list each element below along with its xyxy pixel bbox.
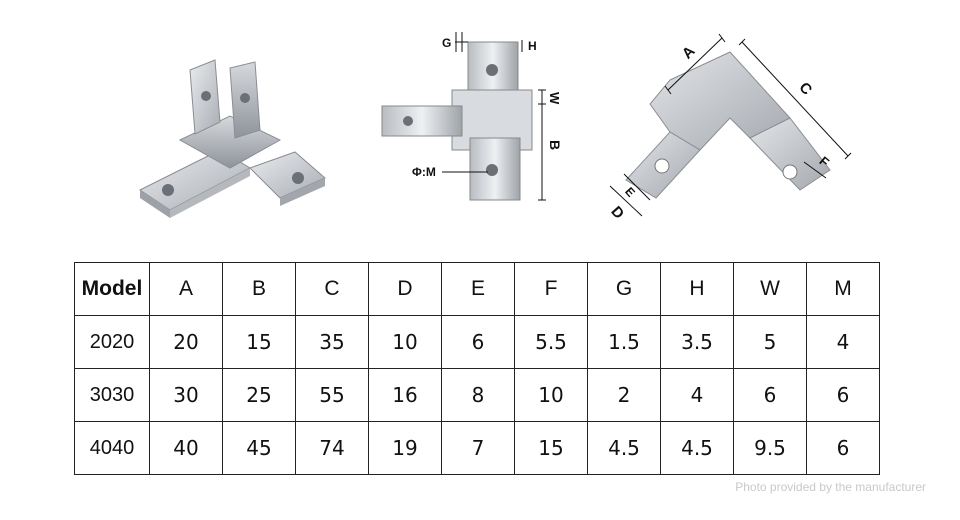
- column-header-f: F: [514, 262, 588, 316]
- cell-h: 4: [660, 368, 734, 422]
- dim-label-d: D: [607, 203, 627, 223]
- cell-f: 5.5: [514, 315, 588, 369]
- cell-m: 6: [806, 368, 880, 422]
- column-header-w: W: [733, 262, 807, 316]
- cell-b: 25: [222, 368, 296, 422]
- column-header-b: B: [222, 262, 296, 316]
- column-header-c: C: [295, 262, 369, 316]
- cell-h: 3.5: [660, 315, 734, 369]
- dim-label-w: W: [547, 92, 562, 105]
- cell-c: 35: [295, 315, 369, 369]
- connector-top-view-diagram: A C F E D: [607, 33, 852, 223]
- cell-g: 2: [587, 368, 661, 422]
- cell-b: 15: [222, 315, 296, 369]
- cell-g: 1.5: [587, 315, 661, 369]
- cell-d: 10: [368, 315, 442, 369]
- dim-label-a: A: [679, 43, 699, 63]
- cell-w: 6: [733, 368, 807, 422]
- cell-e: 8: [441, 368, 515, 422]
- column-header-m: M: [806, 262, 880, 316]
- cell-g: 4.5: [587, 421, 661, 475]
- cell-m: 4: [806, 315, 880, 369]
- watermark-text: Photo provided by the manufacturer: [735, 480, 926, 494]
- cell-m: 6: [806, 421, 880, 475]
- dim-label-phi-m: Φ:M: [412, 165, 436, 179]
- connector-isometric-illustration: [139, 59, 326, 218]
- cell-model: 2020: [74, 315, 150, 369]
- table-row: 2020 20 15 35 10 6 5.5 1.5 3.5 5 4: [74, 315, 880, 369]
- column-header-model: Model: [74, 262, 150, 316]
- table-row: 4040 40 45 74 19 7 15 4.5 4.5 9.5 6: [74, 421, 880, 475]
- cell-model: 4040: [74, 421, 150, 475]
- cell-w: 5: [733, 315, 807, 369]
- cell-e: 6: [441, 315, 515, 369]
- cell-a: 20: [149, 315, 223, 369]
- dim-label-h: H: [528, 39, 537, 53]
- connector-front-view-diagram: G H W B Φ:M: [381, 32, 563, 201]
- column-header-d: D: [368, 262, 442, 316]
- cell-model: 3030: [74, 368, 150, 422]
- column-header-e: E: [441, 262, 515, 316]
- cell-f: 15: [514, 421, 588, 475]
- cell-f: 10: [514, 368, 588, 422]
- cell-d: 16: [368, 368, 442, 422]
- dim-label-e: E: [622, 184, 638, 199]
- cell-h: 4.5: [660, 421, 734, 475]
- dim-label-g: G: [442, 36, 451, 50]
- dimension-spec-table: Model A B C D E F G H W M 2020 20 15 35 …: [74, 262, 880, 475]
- cell-c: 55: [295, 368, 369, 422]
- cell-w: 9.5: [733, 421, 807, 475]
- cell-b: 45: [222, 421, 296, 475]
- dim-label-b: B: [547, 140, 563, 150]
- cell-c: 74: [295, 421, 369, 475]
- table-header-row: Model A B C D E F G H W M: [74, 262, 880, 316]
- dim-label-c: C: [795, 79, 815, 99]
- cell-e: 7: [441, 421, 515, 475]
- column-header-g: G: [587, 262, 661, 316]
- cell-d: 19: [368, 421, 442, 475]
- cell-a: 30: [149, 368, 223, 422]
- table-row: 3030 30 25 55 16 8 10 2 4 6 6: [74, 368, 880, 422]
- cell-a: 40: [149, 421, 223, 475]
- column-header-a: A: [149, 262, 223, 316]
- column-header-h: H: [660, 262, 734, 316]
